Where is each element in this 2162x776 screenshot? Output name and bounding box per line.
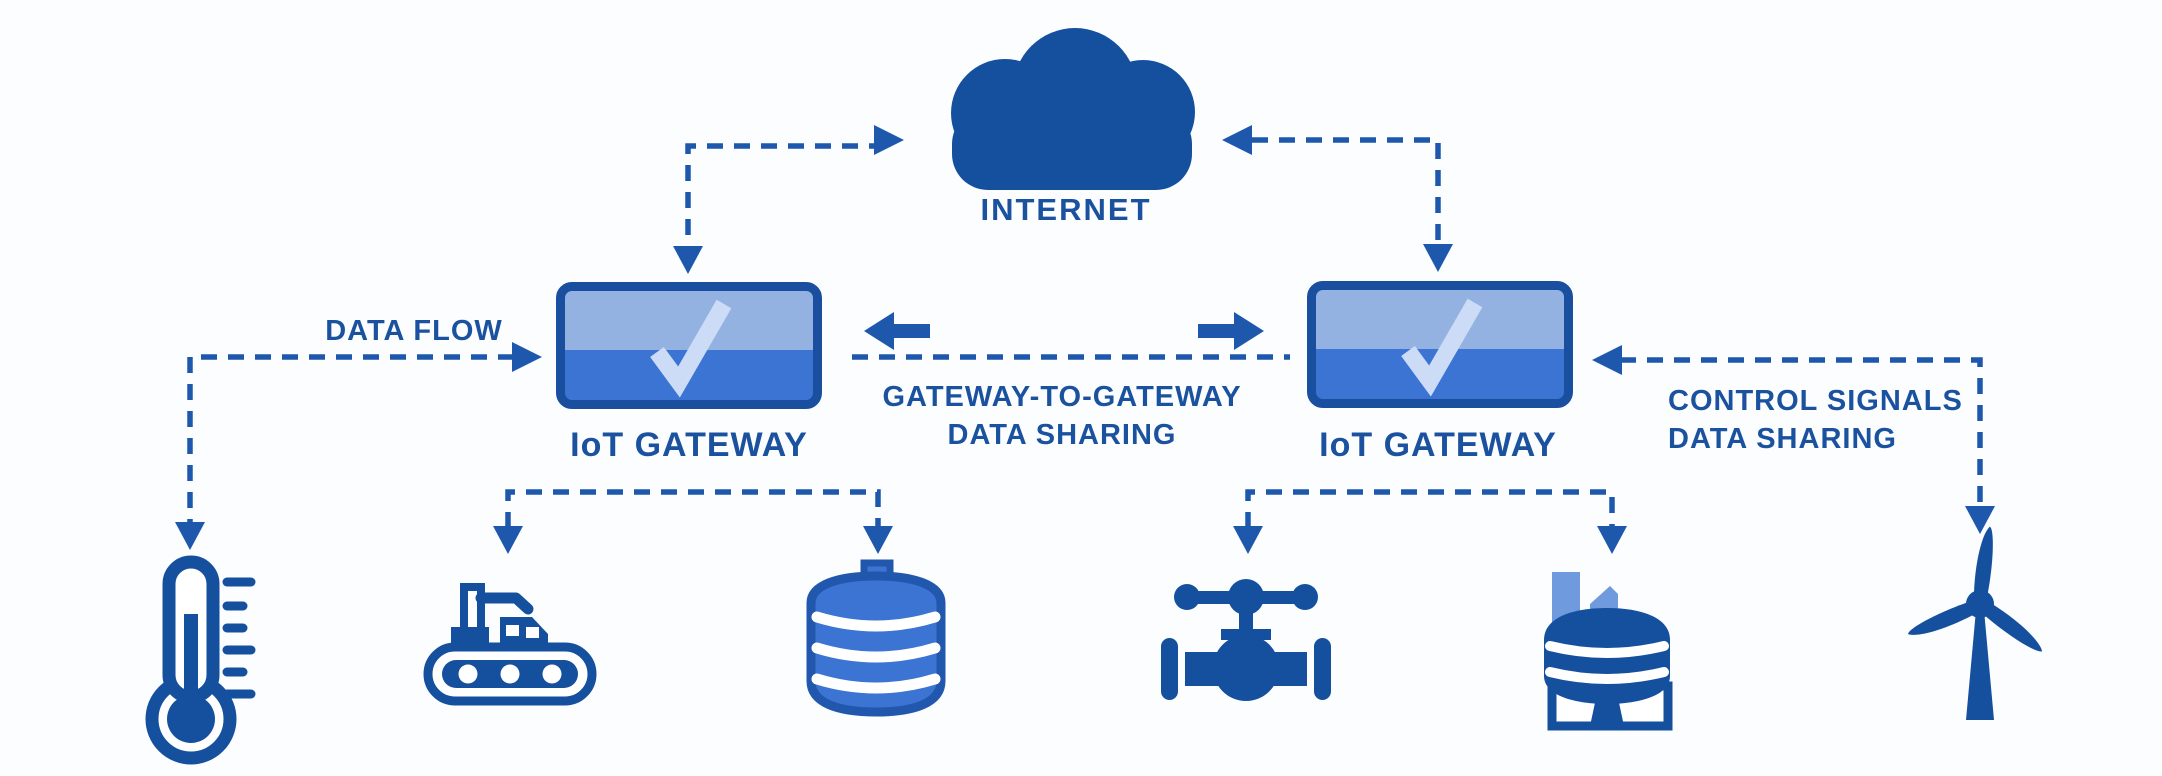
connector-gateway2-devices [1233, 489, 1627, 554]
iot-gateway-1-box [556, 282, 822, 409]
control-signals-label-line1: CONTROL SIGNALS [1668, 385, 1963, 417]
control-signals-label-line2: DATA SHARING [1668, 423, 1897, 455]
checkmark-icon [650, 299, 732, 398]
connector-internet-gateway2 [1222, 125, 1453, 272]
internet-label: INTERNET [980, 192, 1152, 227]
factory-icon [1544, 572, 1673, 731]
connector-control-signals [1592, 345, 1995, 534]
arrow-left-icon [864, 312, 930, 350]
valve-icon [1161, 579, 1331, 701]
thermometer-icon [145, 555, 256, 765]
gateway-to-gateway-label-line1: GATEWAY-TO-GATEWAY [882, 381, 1242, 413]
iot-gateway-2-label: IoT GATEWAY [1319, 426, 1557, 464]
data-flow-label: DATA FLOW [325, 315, 503, 347]
checkmark-icon [1401, 298, 1483, 397]
gateway-to-gateway-label-line2: DATA SHARING [947, 419, 1177, 451]
connector-gateway-to-gateway [852, 312, 1290, 360]
cloud-icon [951, 28, 1195, 190]
wind-turbine-icon [1908, 526, 2043, 720]
iot-gateway-2-box [1307, 281, 1573, 408]
control-signals-label: CONTROL SIGNALS DATA SHARING [1668, 382, 1963, 458]
gateway-to-gateway-label: GATEWAY-TO-GATEWAY DATA SHARING [882, 378, 1241, 454]
connector-gateway1-devices [493, 489, 893, 554]
connector-gateway1-internet [673, 125, 904, 274]
connector-dataflow [175, 342, 542, 550]
conveyor-icon [423, 583, 597, 706]
iot-gateway-1-label: IoT GATEWAY [570, 426, 808, 464]
storage-tank-icon [806, 559, 946, 717]
arrow-right-icon [1198, 312, 1264, 350]
